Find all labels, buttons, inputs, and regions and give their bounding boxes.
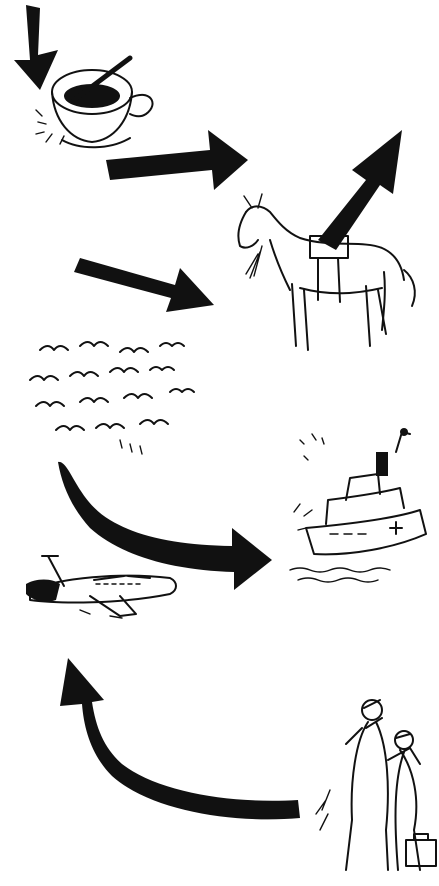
airplane-icon [26,556,176,618]
arrow-left-to-horse [74,258,214,312]
birds-icon [30,342,194,454]
arrow-up-to-airplane [60,658,300,819]
teacup-icon [36,58,153,147]
travelers-icon [316,700,436,870]
arrow-birds-to-ship [58,462,272,590]
horse-icon [238,194,414,350]
arrow-into-teacup [14,5,58,90]
ship-icon [290,428,426,582]
arrow-horse-up [318,130,402,250]
